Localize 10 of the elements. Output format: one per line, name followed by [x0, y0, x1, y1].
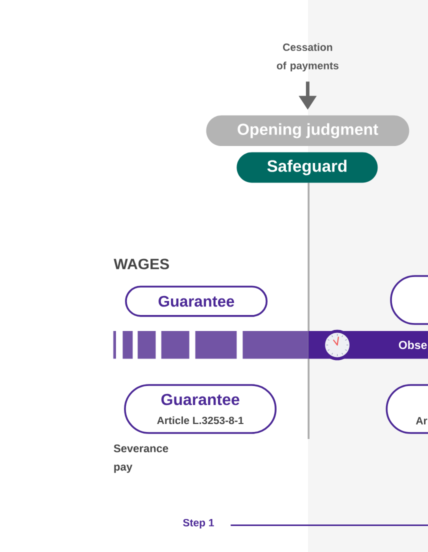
outlined-box: Ar [386, 384, 428, 434]
outlined-box: Guarantee [125, 286, 268, 317]
annotation-text: Cessation of payments [276, 43, 338, 72]
step-label: Step 1 [183, 518, 214, 528]
section-heading: WAGES [114, 258, 169, 270]
outlined-box [390, 275, 428, 325]
rounded-box: Opening judgment [206, 115, 410, 146]
outlined-box: Guarantee Article L.3253-8-1 [124, 384, 277, 434]
rounded-box: Safeguard [236, 152, 378, 183]
row-label: Severance pay [114, 444, 168, 473]
